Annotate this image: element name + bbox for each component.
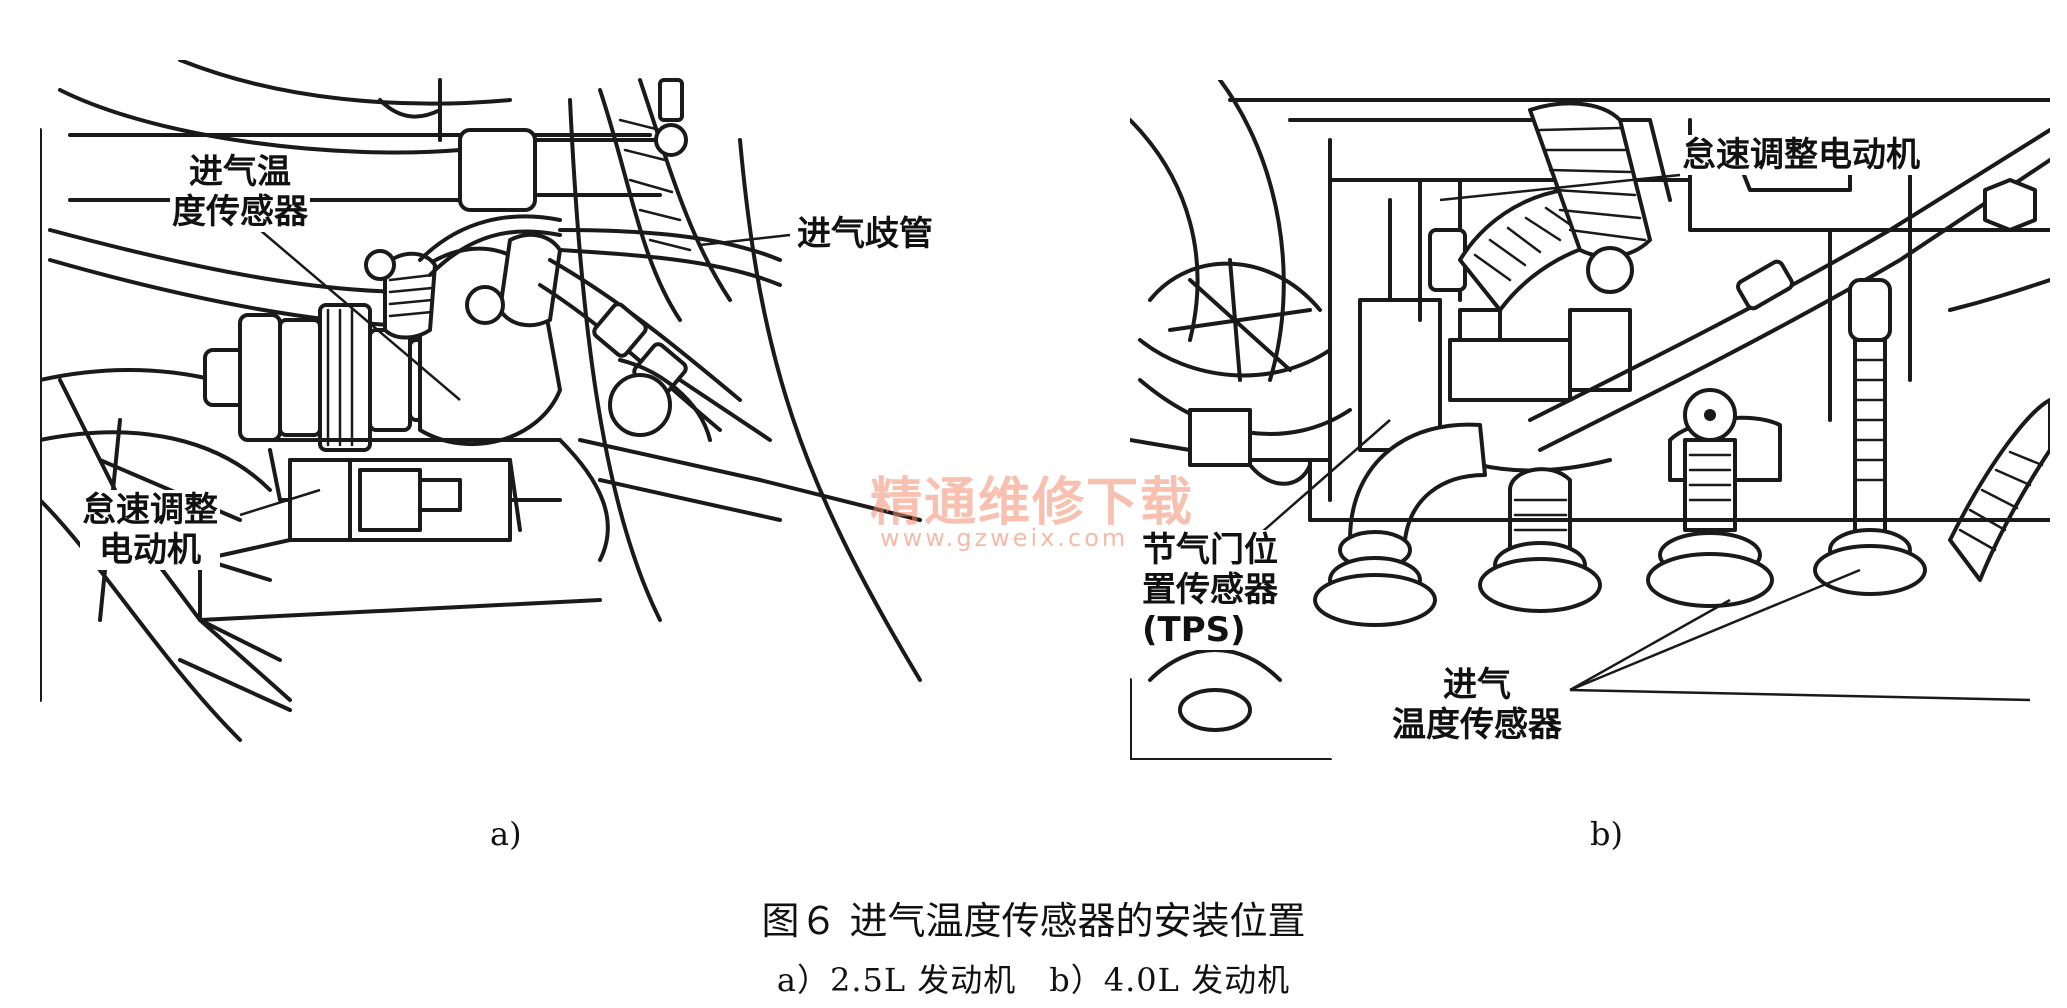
- sub-label-text: b): [1590, 815, 1623, 853]
- label-intake-temp-sensor-a: 进气温 度传感器: [170, 152, 310, 232]
- figure-a-drawing: [40, 60, 980, 760]
- watermark-url-text: www.gzweix.com: [880, 524, 1129, 552]
- caption-title: 图６ 进气温度传感器的安装位置: [761, 899, 1306, 943]
- label-idle-motor-a: 怠速调整 电动机: [80, 490, 220, 570]
- sub-label-text: a): [490, 815, 522, 853]
- leader-intake-manifold-a: [699, 233, 791, 247]
- label-line: 怠速调整 电动机: [82, 490, 218, 570]
- label-text: 怠速调整电动机: [1682, 135, 1920, 175]
- watermark-cn: 精通维修下载: [870, 460, 1194, 535]
- watermark-url: www.gzweix.com: [880, 524, 1128, 552]
- figure-subcaption: a）2.5L 发动机 b）4.0L 发动机: [0, 955, 2067, 1001]
- label-tps-b: 节气门位 置传感器 (TPS): [1140, 530, 1280, 650]
- watermark-cn-text: 精通维修下载: [870, 473, 1195, 533]
- sub-label-a: a): [490, 815, 522, 853]
- leader-intake-temp-sensor-a: [259, 229, 461, 401]
- leader-idle-motor-b: [1439, 173, 1681, 202]
- caption-subtitle: a）2.5L 发动机 b）4.0L 发动机: [776, 961, 1291, 999]
- engine-2-5l-illustration: [40, 60, 922, 742]
- label-intake-temp-sensor-b: 进气 温度传感器: [1390, 665, 1564, 745]
- sub-label-b: b): [1590, 815, 1623, 853]
- label-text: 进气歧管: [797, 214, 933, 254]
- label-idle-motor-b: 怠速调整电动机: [1680, 135, 1922, 175]
- label-line: 进气温 度传感器: [172, 152, 308, 232]
- engine-4-0l-illustration: [1130, 80, 2050, 760]
- label-intake-manifold-a: 进气歧管: [795, 214, 935, 254]
- leader-idle-motor-a: [239, 488, 321, 517]
- figure-b-drawing: [1130, 80, 2050, 760]
- leader-intake-temp-sensor-b-1: [1569, 598, 1731, 692]
- leader-intake-temp-sensor-b-3: [1569, 688, 2031, 702]
- label-line: 节气门位 置传感器 (TPS): [1142, 530, 1278, 650]
- figure-caption: 图６ 进气温度传感器的安装位置: [0, 890, 2067, 945]
- label-line: 进气 温度传感器: [1392, 665, 1562, 745]
- leader-intake-temp-sensor-b-2: [1569, 568, 1861, 692]
